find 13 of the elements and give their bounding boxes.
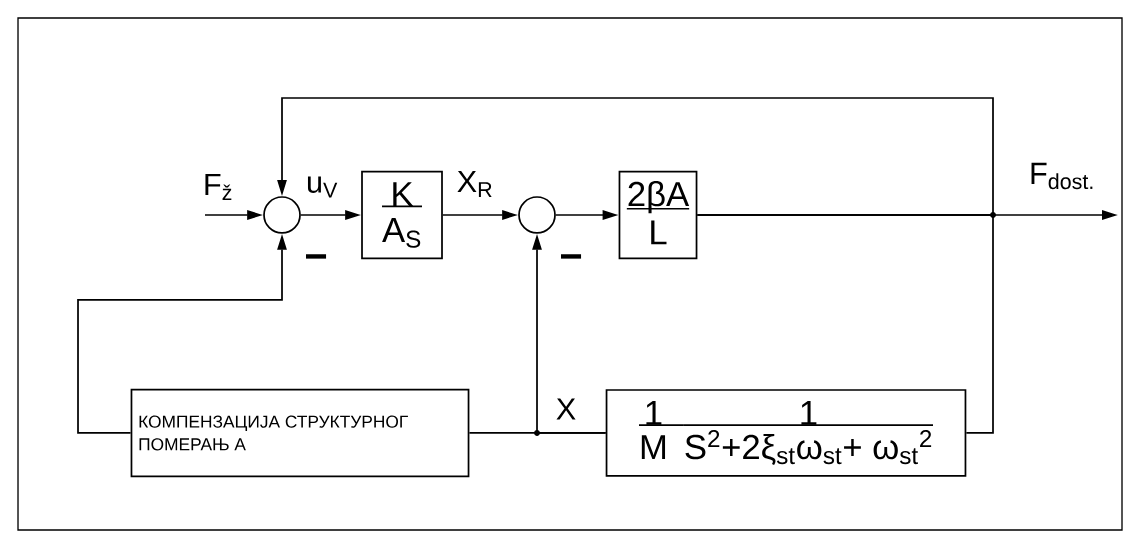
signal-label: X bbox=[556, 398, 576, 420]
signal-label: F$_{ž}$ bbox=[205, 173, 232, 201]
compensation-block: КОМПЕНЗАЦИЈА СТРУКТУРНОГ ПОМЕРАЊ А bbox=[130, 388, 470, 478]
minus-sign: − bbox=[306, 254, 327, 259]
transfer-block: 1 1 M S$^{2}$+2ξ$_{st}$ω$_{st}$+ ω$_{st}$2 bbox=[605, 389, 967, 477]
summing-junction bbox=[263, 196, 301, 234]
transfer-block: K A$_{S}$ bbox=[361, 170, 443, 260]
summing-junction bbox=[518, 196, 556, 234]
signal-label: u$_{V}$ bbox=[307, 176, 338, 198]
minus-sign: − bbox=[561, 254, 582, 259]
signal-label: F$_{dost.}$ bbox=[1031, 162, 1093, 190]
signal-label: X$_{R}$ bbox=[457, 170, 492, 198]
transfer-block: 2βA L bbox=[618, 170, 698, 260]
